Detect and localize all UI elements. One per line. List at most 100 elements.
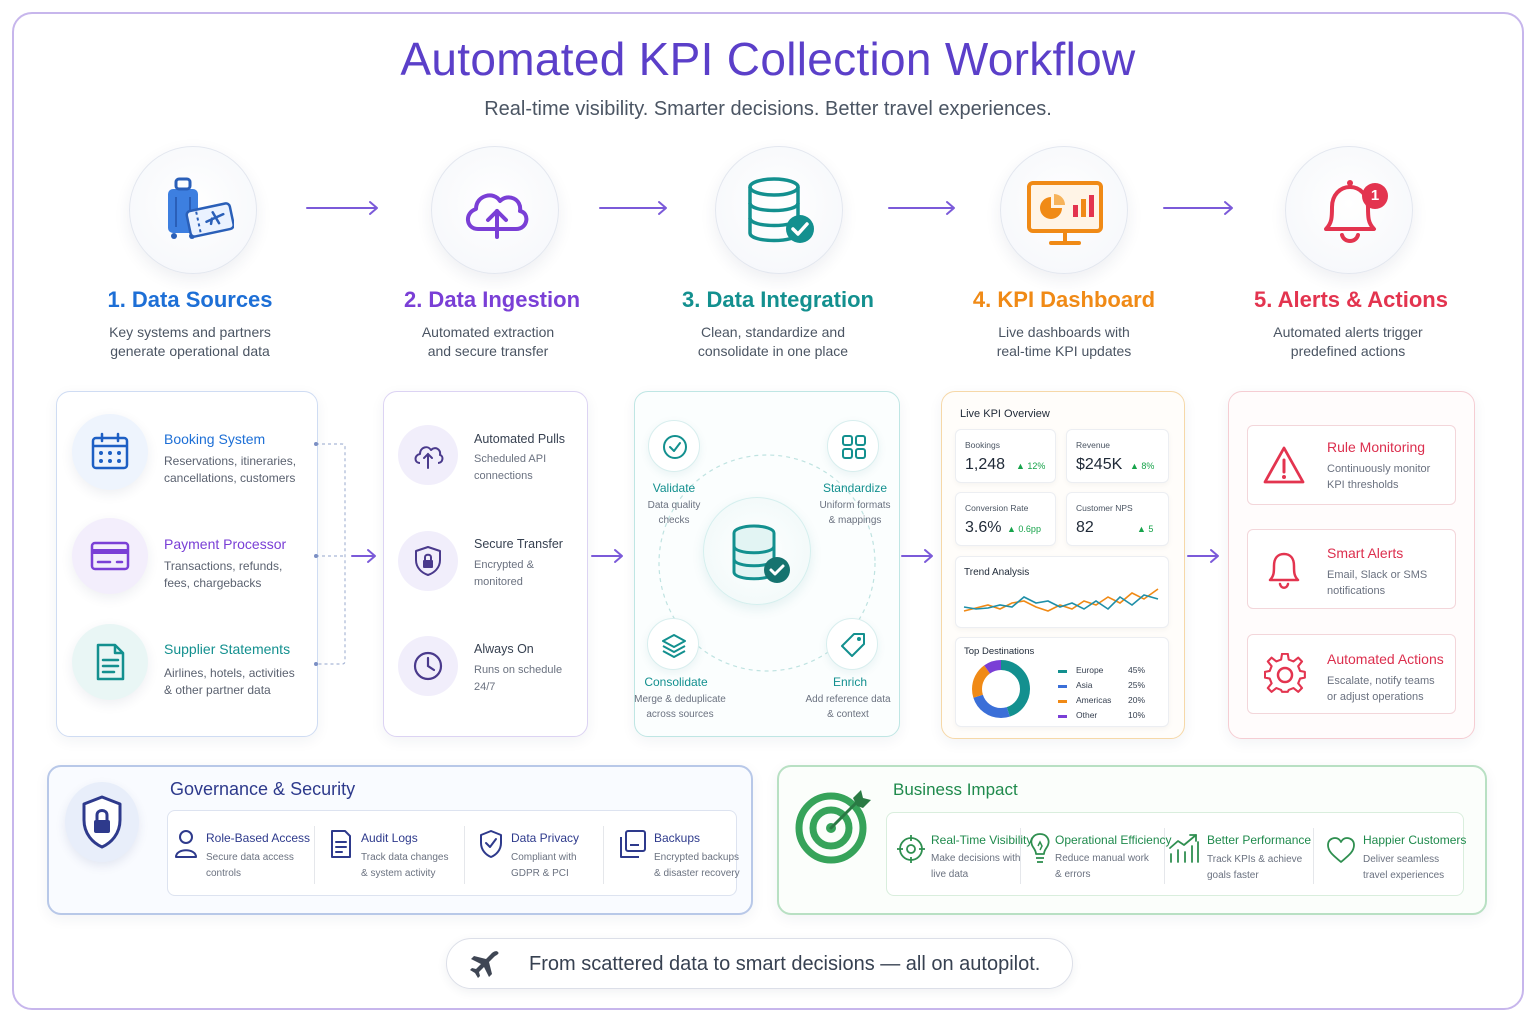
heart-icon xyxy=(1327,837,1355,863)
cloud-upload-icon xyxy=(466,193,529,239)
booking-system-title: Booking System xyxy=(164,431,266,447)
document-icon xyxy=(96,643,125,681)
backups-title: Backups xyxy=(654,831,701,845)
lightbulb-icon xyxy=(1030,833,1050,863)
secure-transfer-desc: Encrypted &monitored xyxy=(474,559,534,588)
supplier-statements-icon-circle xyxy=(72,624,148,700)
gear-icon xyxy=(1264,653,1306,693)
footer-tagline: From scattered data to smart decisions —… xyxy=(529,953,1041,975)
stage-3-icon-circle xyxy=(715,146,843,274)
backups-desc: Encrypted backups& disaster recovery xyxy=(654,852,740,879)
clock-icon xyxy=(413,651,443,681)
kpi-bookings: Bookings 1,248 ▲ 12% xyxy=(955,429,1056,483)
shield-lock-icon xyxy=(415,546,441,576)
target-icon xyxy=(795,790,871,864)
legend-swatch-asia xyxy=(1058,685,1067,688)
happier-customers-title: Happier Customers xyxy=(1363,833,1467,847)
stage-5-icon-circle: 1 xyxy=(1285,146,1413,274)
operational-efficiency-title: Operational Efficiency xyxy=(1055,833,1172,847)
credit-card-icon xyxy=(90,541,130,571)
warning-icon xyxy=(1263,446,1305,484)
airplane-icon xyxy=(470,951,499,978)
database-check-icon xyxy=(732,524,790,583)
legend-swatch-americas xyxy=(1058,700,1067,703)
standardize-desc: Uniform formats& mappings xyxy=(819,500,891,526)
calendar-icon xyxy=(91,432,129,470)
stage-1-title: 1. Data Sources xyxy=(107,287,273,312)
integration-ring xyxy=(658,454,876,672)
shield-check-icon xyxy=(480,830,502,858)
kpi-revenue: Revenue $245K ▲ 8% xyxy=(1066,429,1169,483)
audit-logs-title: Audit Logs xyxy=(361,831,418,845)
stage-5-title: 5. Alerts & Actions xyxy=(1254,287,1448,312)
dashboard-arrow xyxy=(1187,549,1219,563)
business-impact-title: Business Impact xyxy=(893,780,1018,799)
dashboard-heading: Live KPI Overview xyxy=(960,408,1050,420)
governance-title: Governance & Security xyxy=(170,779,356,799)
kpi-conversion-rate: Conversion Rate 3.6% ▲ 0.6pp xyxy=(955,492,1056,546)
smart-alerts-title: Smart Alerts xyxy=(1327,545,1404,561)
document-icon xyxy=(331,830,351,858)
cloud-download-icon xyxy=(414,446,444,469)
always-on-title: Always On xyxy=(474,642,534,656)
layers-icon xyxy=(662,634,686,658)
backup-icon xyxy=(620,830,646,858)
better-performance-title: Better Performance xyxy=(1207,833,1312,847)
database-check-icon xyxy=(748,177,814,243)
automated-actions-box: Automated Actions Escalate, notify teams… xyxy=(1247,634,1456,714)
kpi-customer-nps: Customer NPS 82 ▲ 5 xyxy=(1066,492,1169,546)
validate-icon-circle xyxy=(648,420,700,472)
impact-items-box xyxy=(886,812,1464,896)
governance-icon-circle xyxy=(65,782,139,862)
secure-transfer-icon-circle xyxy=(398,531,458,591)
stage-2-title: 2. Data Ingestion xyxy=(403,287,581,312)
trend-analysis-panel: Trend Analysis xyxy=(955,556,1169,628)
sources-connector xyxy=(314,442,376,666)
stage-2-icon-circle xyxy=(431,146,559,274)
stage-arrows xyxy=(306,201,1233,215)
supplier-statements-title: Supplier Statements xyxy=(164,641,291,657)
top-destinations-title: Top Destinations xyxy=(964,646,1035,657)
footer-pill: From scattered data to smart decisions —… xyxy=(446,938,1073,989)
bell-icon xyxy=(1324,180,1376,243)
real-time-visibility-title: Real-Time Visibility xyxy=(931,833,1033,847)
trend-lines xyxy=(963,588,1159,612)
ingestion-arrow xyxy=(591,549,623,563)
booking-system-desc: Reservations, itineraries,cancellations,… xyxy=(164,454,297,485)
destinations-donut xyxy=(972,660,1030,718)
role-based-access-title: Role-Based Access xyxy=(206,831,311,845)
tag-icon xyxy=(841,633,865,657)
enrich-title: Enrich xyxy=(832,675,867,689)
crosshair-icon xyxy=(897,835,925,863)
automated-actions-title: Automated Actions xyxy=(1327,651,1444,667)
always-on-icon-circle xyxy=(398,636,458,696)
governance-items-box xyxy=(167,810,737,896)
audit-logs-desc: Track data changes& system activity xyxy=(361,852,449,879)
automated-pulls-title: Automated Pulls xyxy=(474,432,566,446)
stage-4-title: 4. KPI Dashboard xyxy=(972,287,1156,312)
standardize-title: Standardize xyxy=(822,481,888,495)
grid-icon xyxy=(842,435,866,459)
legend-swatch-europe xyxy=(1058,670,1067,673)
notification-badge: 1 xyxy=(1362,183,1388,209)
consolidate-title: Consolidate xyxy=(644,675,708,689)
data-privacy-title: Data Privacy xyxy=(511,831,580,845)
donut-slice-asia xyxy=(972,660,1030,718)
stage-4-icon-circle xyxy=(1000,146,1128,274)
standardize-icon-circle xyxy=(827,420,879,472)
payment-processor-desc: Transactions, refunds,fees, chargebacks xyxy=(164,559,283,590)
